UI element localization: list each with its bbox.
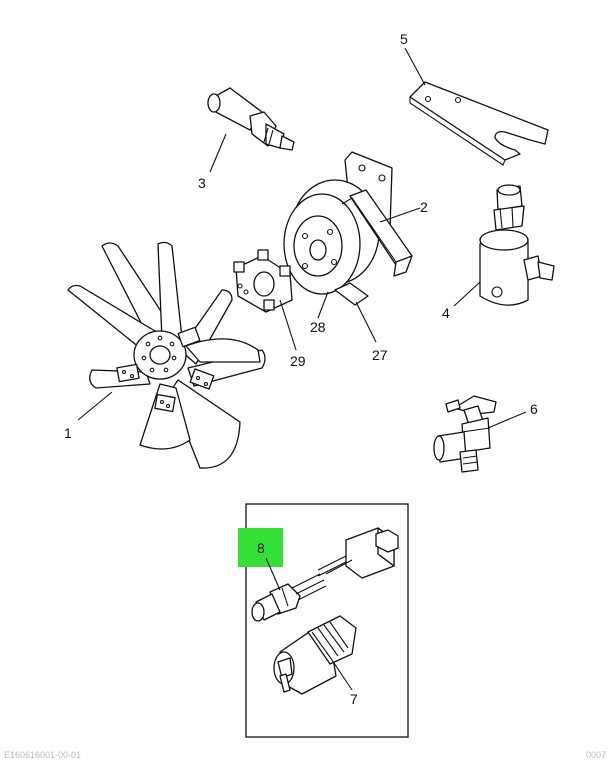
callout-4[interactable]: 4 <box>442 305 450 321</box>
part-6-drain-cock[interactable] <box>433 395 497 473</box>
callout-29[interactable]: 29 <box>290 353 306 369</box>
part-29-fan-spacer[interactable] <box>233 249 293 313</box>
part-2-water-pump[interactable] <box>283 151 413 306</box>
callout-8[interactable]: 8 <box>257 540 265 556</box>
part-8-connector-plug[interactable] <box>317 527 399 579</box>
footer-drawing-id: E160616001-00-01 <box>4 750 82 760</box>
inset-box <box>245 503 409 738</box>
callout-2[interactable]: 2 <box>420 199 428 215</box>
part-7-temperature-sensor[interactable] <box>273 615 357 695</box>
callout-28[interactable]: 28 <box>310 319 326 335</box>
footer-sheet-number: 0007 <box>585 750 606 760</box>
callout-5[interactable]: 5 <box>400 31 408 47</box>
leader-27 <box>355 301 377 343</box>
leader-4 <box>453 281 481 307</box>
footer: E160616001-00-01 0007 <box>4 750 606 761</box>
leader-5 <box>404 47 426 86</box>
part-8-pigtail[interactable] <box>251 573 327 622</box>
leader-8 <box>265 557 281 591</box>
leader-2 <box>379 207 421 223</box>
part-4-fitting[interactable] <box>479 184 555 306</box>
leader-29 <box>279 299 297 351</box>
callout-27[interactable]: 27 <box>372 347 388 363</box>
callout-8-highlight <box>238 528 283 567</box>
callout-3[interactable]: 3 <box>198 175 206 191</box>
callout-6[interactable]: 6 <box>530 401 538 417</box>
part-3-sender[interactable] <box>207 87 295 151</box>
leader-3 <box>209 133 227 173</box>
part-1-fan[interactable] <box>67 241 266 469</box>
leader-28 <box>317 291 329 319</box>
callout-7[interactable]: 7 <box>350 691 358 707</box>
leader-6 <box>487 411 527 429</box>
leader-1 <box>77 391 113 421</box>
callout-1[interactable]: 1 <box>64 425 72 441</box>
leader-7 <box>331 659 353 691</box>
part-5-bracket-plate[interactable] <box>409 81 549 166</box>
